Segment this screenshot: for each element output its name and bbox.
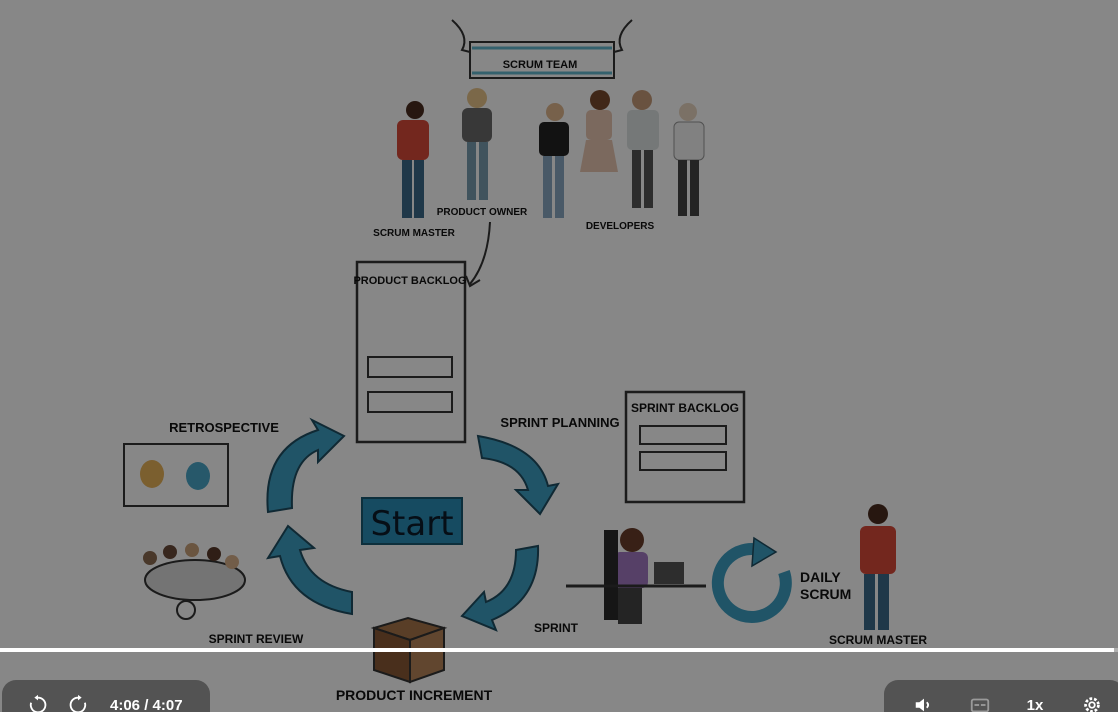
retrospective-label: RETROSPECTIVE (169, 420, 279, 435)
role-scrum-master-label: SCRUM MASTER (373, 228, 455, 239)
volume-button[interactable] (908, 690, 940, 712)
settings-button[interactable] (1076, 690, 1108, 712)
captions-button[interactable] (964, 690, 996, 712)
start-sign (361, 497, 463, 545)
role-product-owner-label: PRODUCT OWNER (437, 207, 528, 218)
sprint-review-label: SPRINT REVIEW (209, 632, 304, 646)
owner-to-backlog-arrow (469, 221, 491, 285)
volume-icon (915, 698, 930, 712)
sprint-label: SPRINT (534, 621, 579, 635)
product-backlog-board: PRODUCT BACKLOG (353, 260, 467, 444)
current-time: 4:06 (110, 697, 141, 712)
captions-icon (970, 698, 990, 712)
progress-fill (0, 648, 1114, 652)
sprint-backlog-label: SPRINT BACKLOG (631, 401, 739, 415)
scrum-master-figure (860, 504, 896, 630)
rewind-10-button[interactable] (22, 690, 54, 712)
product-backlog-label: PRODUCT BACKLOG (353, 275, 466, 287)
product-increment-box (370, 616, 448, 684)
forward-10-icon (69, 694, 87, 712)
daily-scrum-label-2: SCRUM (800, 586, 851, 602)
team-people (397, 88, 705, 218)
sprint-worker (566, 528, 706, 624)
scrum-master-bottom-label: SCRUM MASTER (829, 633, 927, 647)
role-developers-label: DEVELOPERS (586, 221, 655, 232)
start-label: Start (370, 504, 453, 544)
daily-scrum-label-1: DAILY (800, 569, 841, 585)
forward-10-button[interactable] (62, 690, 94, 712)
sprint-planning-label: SPRINT PLANNING (500, 415, 619, 430)
time-separator: / (140, 697, 153, 712)
scrum-cycle-arrows (265, 417, 561, 632)
retrospective-board (123, 443, 229, 507)
sprint-backlog-board: SPRINT BACKLOG (624, 390, 746, 504)
playback-speed-button[interactable]: 1x (1019, 690, 1051, 712)
playback-speed-label: 1x (1026, 696, 1044, 712)
settings-icon (1084, 697, 1100, 712)
daily-scrum-loop (711, 536, 792, 623)
duration: 4:07 (152, 697, 183, 712)
scrum-team-banner: SCRUM TEAM (451, 19, 633, 79)
time-display: 4:06 / 4:07 (110, 697, 183, 712)
sprint-review-group (143, 543, 246, 620)
team-banner-label: SCRUM TEAM (503, 59, 578, 71)
progress-bar[interactable] (0, 648, 1118, 652)
rewind-10-icon (29, 694, 47, 712)
product-increment-label: PRODUCT INCREMENT (336, 687, 493, 703)
